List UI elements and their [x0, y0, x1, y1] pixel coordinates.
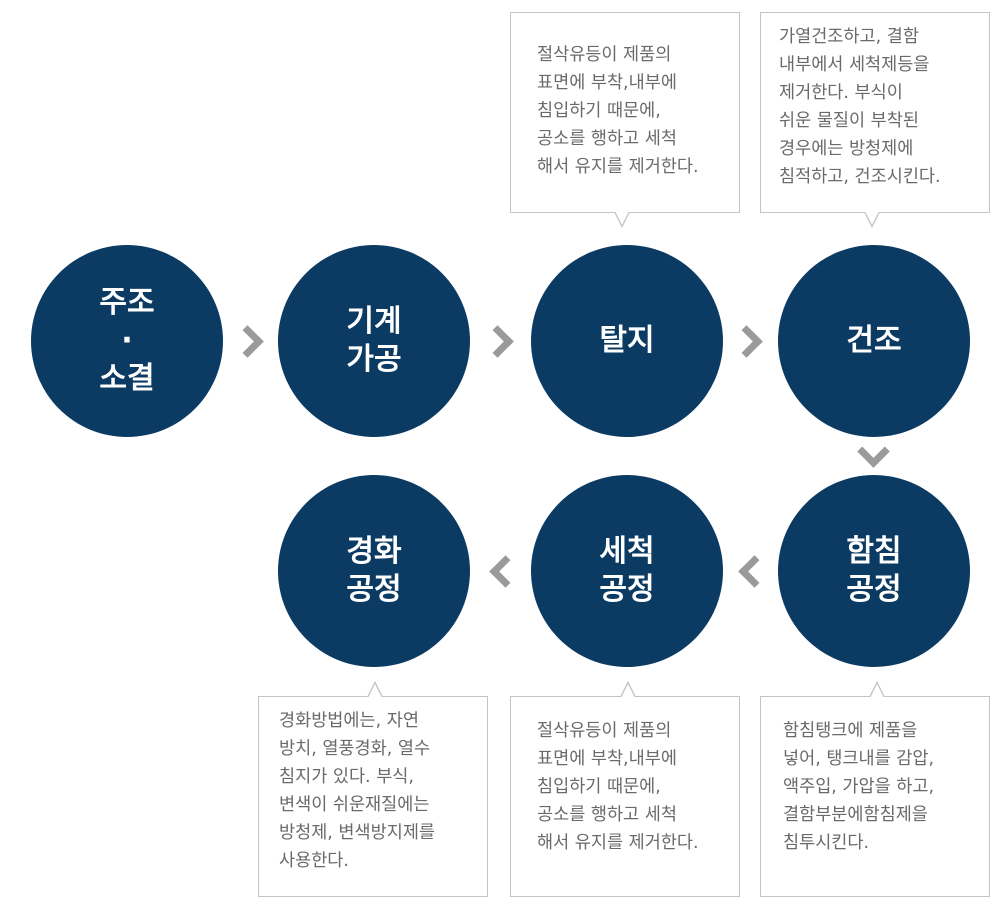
note-text-line: 공소를 행하고 세척	[537, 129, 677, 149]
note-text-line: 경우에는 방청제에	[779, 139, 914, 159]
step-drying: 건조	[778, 245, 970, 437]
arrow-right-icon	[481, 325, 514, 358]
step-label-line: 세척	[599, 534, 655, 569]
note-text-line: 쉬운 물질이 부착된	[779, 111, 919, 131]
note-text-line: 경화방법에는, 자연	[279, 711, 419, 731]
arrow-left-icon	[489, 555, 522, 588]
note-text-line: 가열건조하고, 결함	[779, 27, 919, 47]
note-text-line: 해서 유지를 제거한다.	[537, 157, 699, 177]
note-text-line: 해서 유지를 제거한다.	[537, 833, 699, 853]
arrow-right-icon	[231, 325, 264, 358]
note-text-line: 침투시킨다.	[783, 833, 870, 853]
step-label-line: 탈지	[599, 323, 655, 358]
note-text-line: 침입하기 때문에,	[537, 777, 661, 797]
step-label-line: 기계	[346, 304, 402, 339]
step-casting-sintering: 주조·소결	[31, 245, 223, 437]
note-text-line: 방치, 열풍경화, 열수	[279, 739, 431, 759]
note-text-line: 넣어, 탱크내를 감압,	[783, 749, 935, 769]
note-pointer	[614, 211, 630, 228]
note-pointer	[367, 681, 383, 698]
step-label-line: 소결	[99, 361, 155, 396]
step-label-line: 공정	[846, 572, 902, 607]
note-text-line: 표면에 부착,내부에	[537, 749, 677, 769]
step-label-line: 공정	[346, 572, 402, 607]
step-label-line: 경화	[346, 534, 402, 569]
note-text-line: 절삭유등이 제품의	[537, 721, 672, 741]
note-text-line: 내부에서 세척제등을	[779, 55, 930, 75]
note-text-line: 침입하기 때문에,	[537, 101, 661, 121]
note-text-line: 방청제, 변색방지제를	[279, 823, 436, 843]
note-text-line: 제거한다. 부식이	[779, 83, 903, 103]
note-text-line: 공소를 행하고 세척	[537, 805, 677, 825]
step-label-line: 주조	[99, 285, 155, 320]
step-label-line: 공정	[599, 572, 655, 607]
note-text-line: 변색이 쉬운재질에는	[279, 795, 430, 815]
note-text-line: 함침탱크에 제품을	[783, 721, 918, 741]
arrow-left-icon	[738, 555, 771, 588]
note-pointer	[869, 681, 885, 698]
arrow-right-icon	[730, 325, 763, 358]
note-text-line: 절삭유등이 제품의	[537, 45, 672, 65]
step-label-line: ·	[121, 323, 133, 358]
note-text-line: 결함부분에함침제을	[783, 805, 928, 825]
step-label-line: 함침	[846, 534, 902, 569]
note-text-line: 침지가 있다. 부식,	[279, 767, 414, 787]
note-text-line: 액주입, 가압을 하고,	[783, 777, 935, 797]
note-pointer	[864, 211, 880, 228]
note-text-line: 사용한다.	[279, 851, 349, 871]
step-label-line: 건조	[846, 323, 902, 358]
step-degreasing: 탈지	[531, 245, 723, 437]
note-text-line: 침적하고, 건조시킨다.	[779, 167, 941, 187]
note-pointer	[620, 681, 636, 698]
arrow-down-icon	[857, 435, 890, 468]
note-text-line: 표면에 부착,내부에	[537, 73, 677, 93]
step-label-line: 가공	[346, 342, 402, 377]
